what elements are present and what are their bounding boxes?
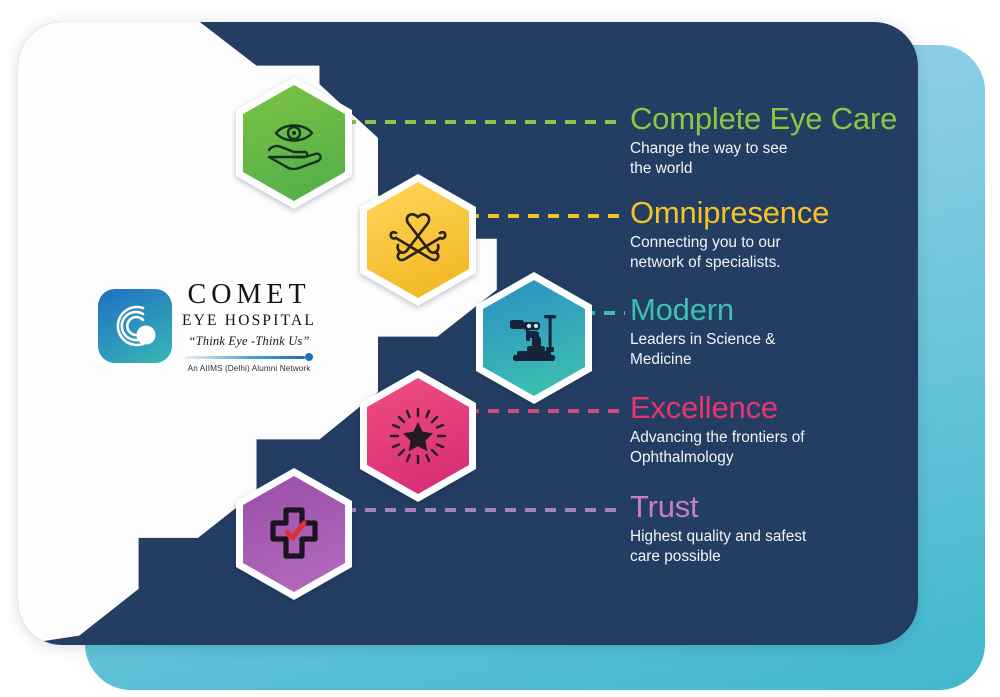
feature-hex-modern[interactable]: [476, 272, 592, 404]
slit-lamp-icon: [483, 280, 585, 396]
brand-tagline: “Think Eye -Think Us”: [188, 333, 310, 348]
feature-description: Change the way to see the world: [630, 139, 788, 177]
feature-title: Complete Eye Care: [630, 101, 898, 136]
feature-hex-omnipresence[interactable]: [360, 174, 476, 306]
feature-hex-trust[interactable]: [236, 468, 352, 600]
feature-description: Highest quality and safest care possible: [630, 527, 807, 565]
brand-logo[interactable]: COMET EYE HOSPITAL “Think Eye -Think Us”…: [98, 266, 338, 386]
feature-text-excellence: Excellence Advancing the frontiers of Op…: [630, 390, 930, 467]
feature-title: Excellence: [630, 390, 778, 425]
feature-text-trust: Trust Highest quality and safest care po…: [630, 489, 930, 566]
connector-dash-0: [345, 120, 625, 124]
brand-network-note: An AIIMS (Delhi) Alumni Network: [187, 363, 311, 373]
feature-text-omnipresence: Omnipresence Connecting you to our netwo…: [630, 195, 930, 272]
brand-logo-text: COMET EYE HOSPITAL “Think Eye -Think Us”…: [182, 279, 317, 373]
feature-description: Connecting you to our network of special…: [630, 233, 781, 271]
feature-description: Advancing the frontiers of Ophthalmology: [630, 428, 805, 466]
feature-text-modern: Modern Leaders in Science & Medicine: [630, 292, 930, 369]
feature-hex-complete-eye-care[interactable]: [236, 77, 352, 209]
connector-dash-2: [584, 311, 625, 315]
connector-dash-3: [468, 409, 625, 413]
connector-dash-1: [468, 214, 625, 218]
feature-title: Omnipresence: [630, 195, 830, 230]
comet-logo-mark: [98, 289, 172, 363]
feature-title: Trust: [630, 489, 699, 524]
connector-dash-4: [345, 508, 625, 512]
feature-hex-excellence[interactable]: [360, 370, 476, 502]
feature-title: Modern: [630, 292, 734, 327]
feature-text-complete-eye-care: Complete Eye Care Change the way to see …: [630, 101, 930, 178]
brand-divider: [185, 353, 314, 362]
shining-star-icon: [367, 378, 469, 494]
brand-name: COMET: [187, 279, 311, 311]
main-card: COMET EYE HOSPITAL “Think Eye -Think Us”…: [18, 22, 918, 645]
brand-subtitle: EYE HOSPITAL: [182, 311, 317, 329]
feature-description: Leaders in Science & Medicine: [630, 330, 776, 368]
